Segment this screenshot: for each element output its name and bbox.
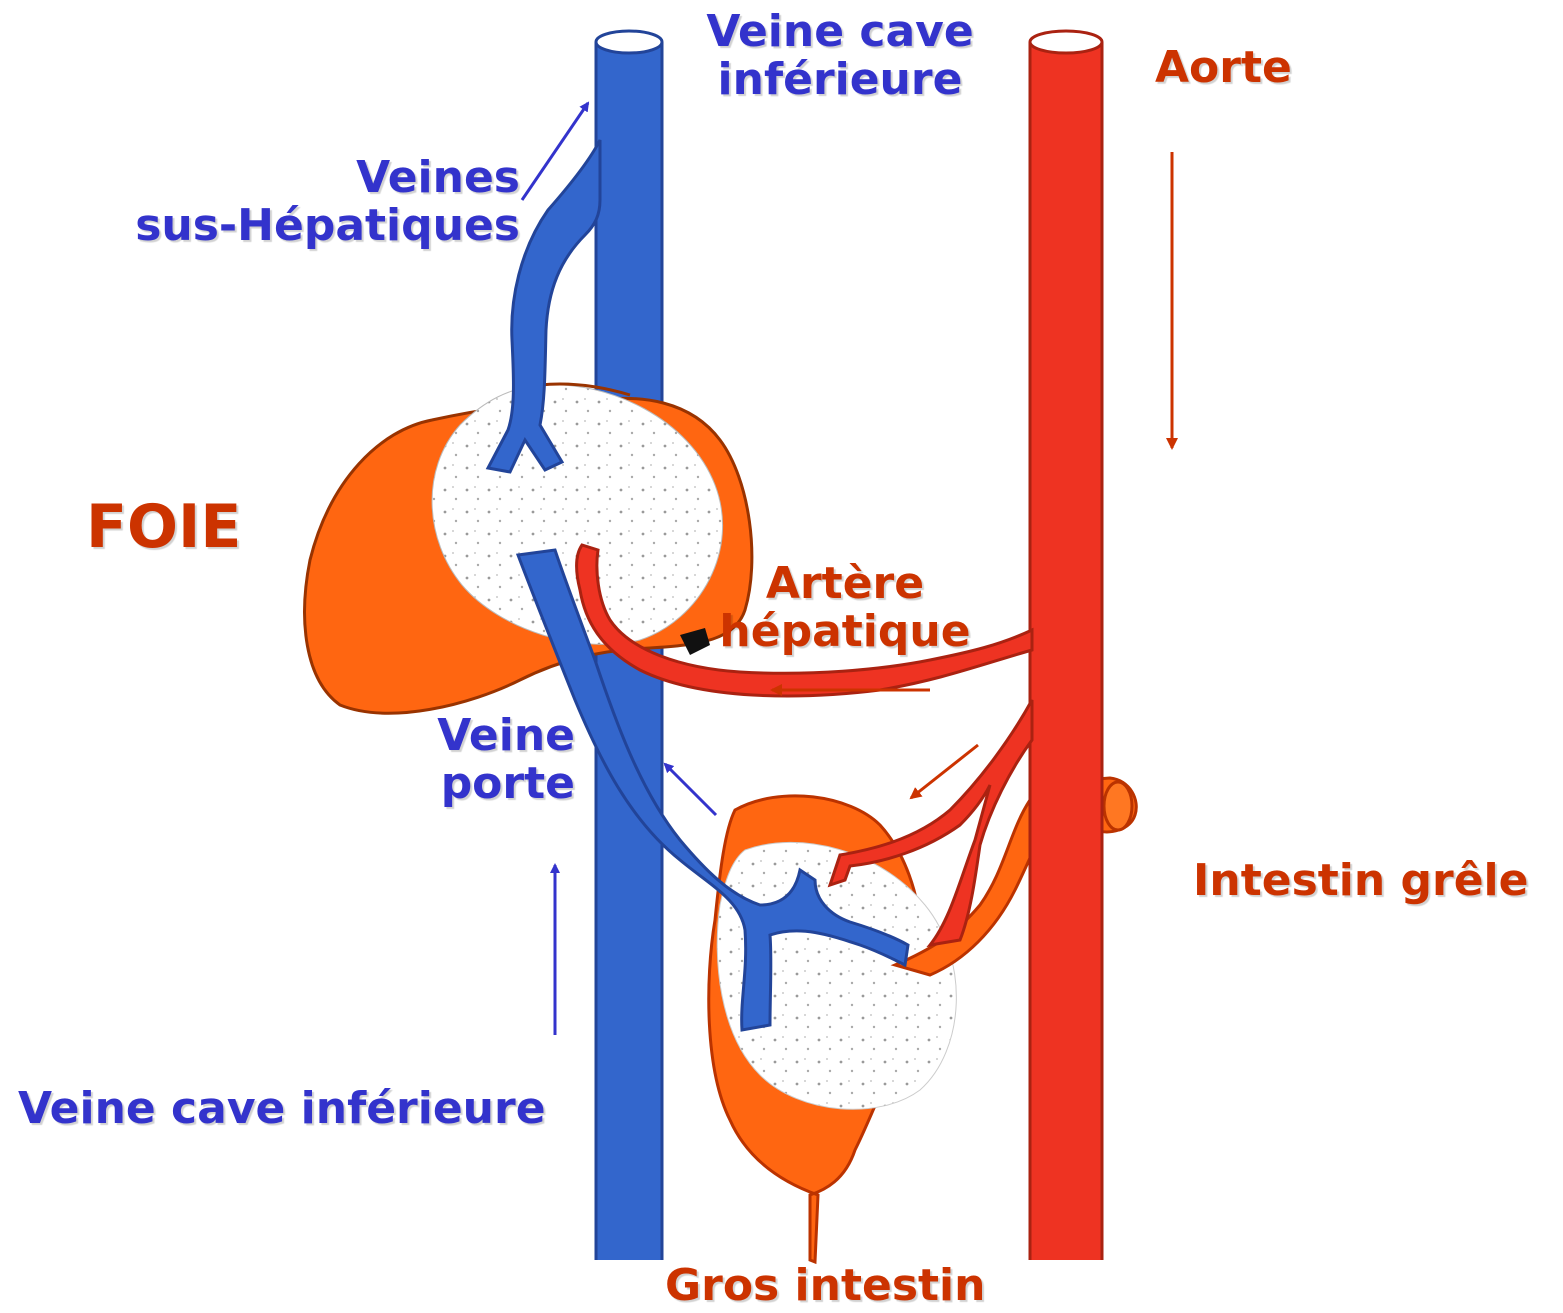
hepatic-veins-line2: sus-Hépatiques [90, 202, 520, 250]
hepatic-veins-line1: Veines [90, 154, 520, 202]
vena-cava-top-line1: Veine cave [690, 8, 990, 56]
vena-cava-bottom-label: Veine cave inférieure [18, 1085, 546, 1133]
portal-vein-label: Veine porte [380, 712, 575, 807]
liver-label: FOIE [86, 495, 241, 560]
vena-cava-top-label: Veine cave inférieure [690, 8, 990, 103]
aorta-label: Aorte [1155, 44, 1292, 92]
hepatic-veins-label: Veines sus-Hépatiques [90, 154, 520, 249]
small-intestine-label: Intestin grêle [1193, 857, 1528, 905]
large-intestine-label: Gros intestin [665, 1262, 985, 1310]
portal-vein-line2: porte [380, 760, 575, 808]
hepatic-artery-label: Artère hépatique [700, 560, 990, 655]
hepatic-artery-line2: hépatique [700, 608, 990, 656]
vena-cava-top-line2: inférieure [690, 56, 990, 104]
portal-vein-arrow [665, 764, 716, 815]
aorta-vessel [1030, 31, 1102, 1260]
hepatic-artery-line1: Artère [700, 560, 990, 608]
portal-vein-line1: Veine [380, 712, 575, 760]
